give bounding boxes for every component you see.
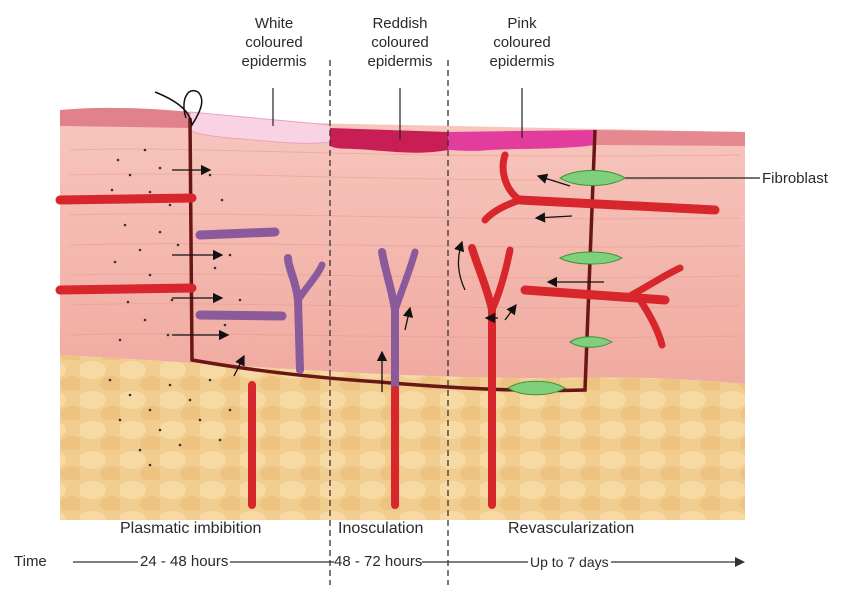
pink-epidermis-label: Pink coloured epidermis xyxy=(480,14,564,71)
fibroblast-label: Fibroblast xyxy=(762,169,828,188)
time-axis-label: Time xyxy=(12,553,49,570)
reddish-epidermis-label: Reddish coloured epidermis xyxy=(358,14,442,71)
stage-revascularization: Revascularization xyxy=(508,520,634,538)
white-epidermis-label: White coloured epidermis xyxy=(232,14,316,71)
host-epidermis-right xyxy=(595,130,745,146)
stage-inosculation: Inosculation xyxy=(338,520,423,538)
host-epidermis-left xyxy=(60,108,190,128)
fat-layer xyxy=(60,355,745,520)
timeline-arrowhead xyxy=(735,557,745,567)
time-stage2: 48 - 72 hours xyxy=(334,553,422,570)
stage-plasmatic-imbibition: Plasmatic imbibition xyxy=(120,520,261,538)
time-stage3: Up to 7 days xyxy=(528,554,611,570)
time-stage1: 24 - 48 hours xyxy=(138,553,230,570)
dermis-layer xyxy=(60,118,745,384)
